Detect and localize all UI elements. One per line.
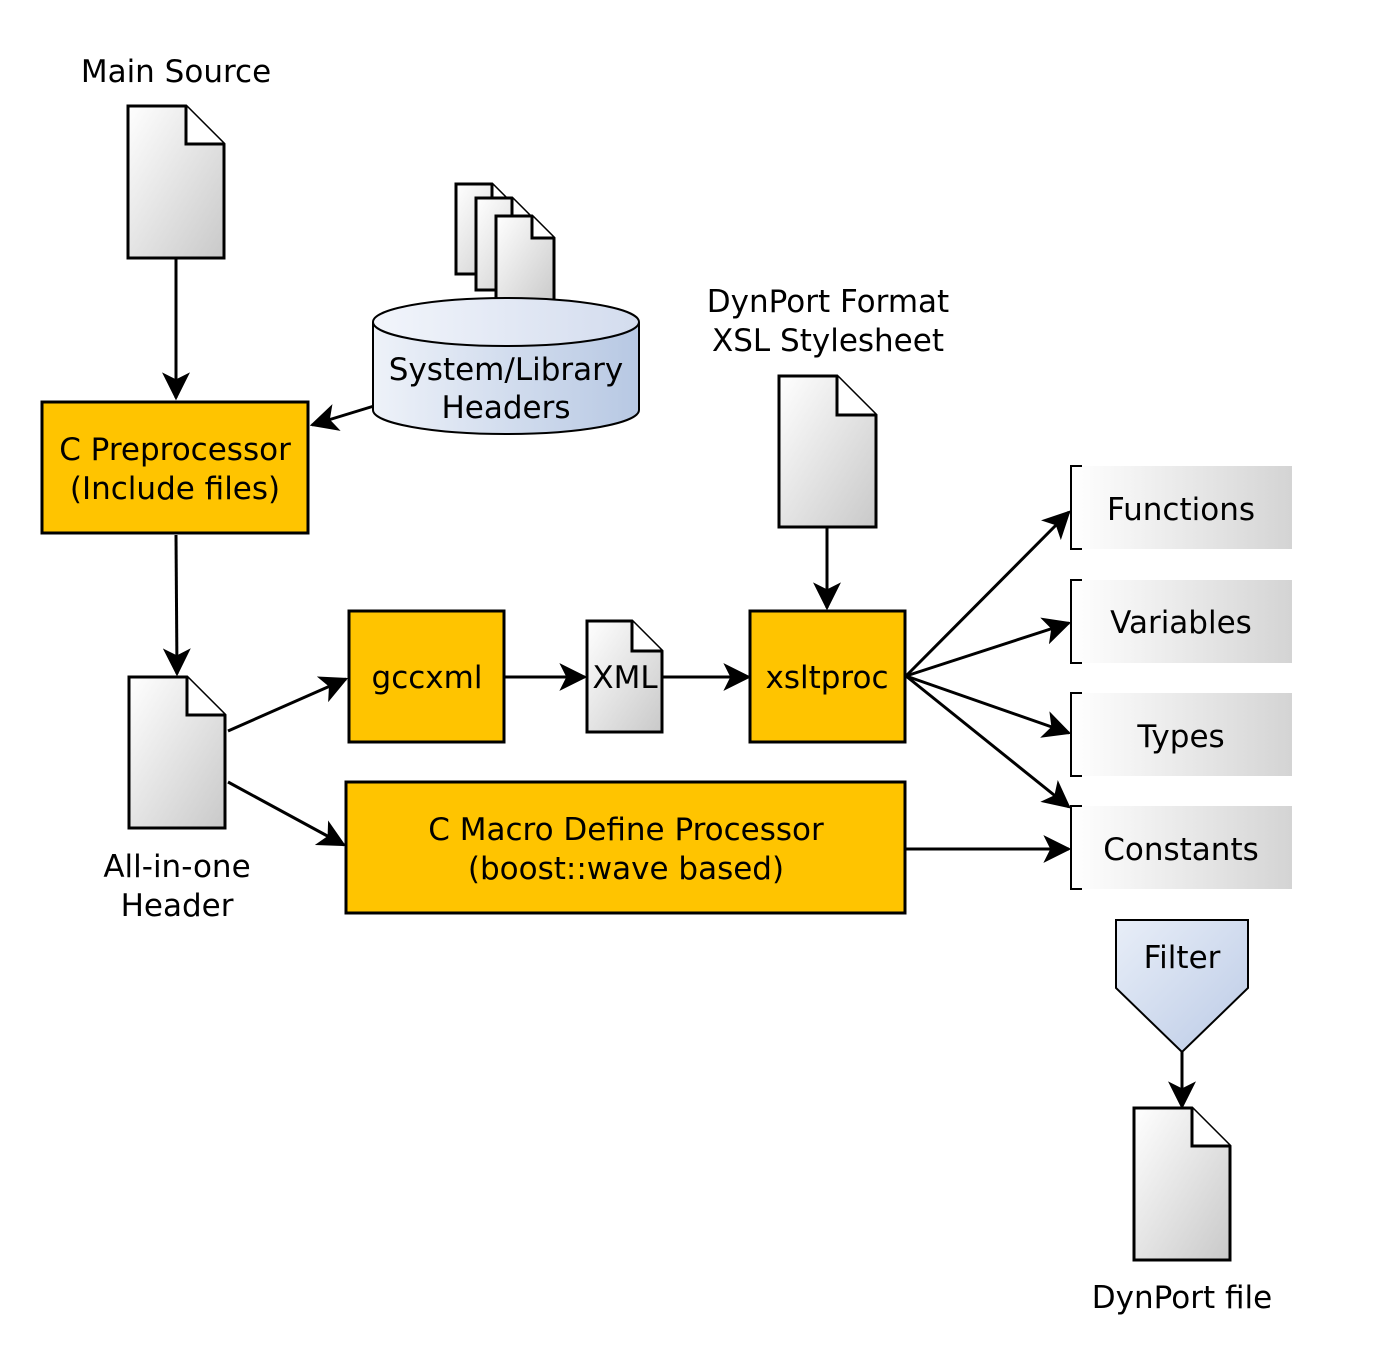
system-headers-label-line2: Headers (441, 390, 570, 426)
edge-headers-to-preprocessor (309, 404, 375, 431)
xsltproc-node: xsltproc (748, 609, 907, 744)
xml-label: XML (592, 660, 658, 696)
output-constants-label: Constants (1103, 832, 1259, 868)
xsltproc-box (748, 609, 907, 744)
output-constants: Constants (1070, 805, 1292, 890)
macro-processor-label-line2: (boost::wave based) (468, 851, 784, 887)
dynport-file-node: DynPort file (1092, 1106, 1272, 1316)
c-preprocessor-label-line1: C Preprocessor (59, 432, 291, 468)
filter-node: Filter (1115, 919, 1249, 1054)
dynport-file-document-icon (1132, 1106, 1232, 1262)
all-in-one-document-icon (127, 675, 227, 830)
database-cylinder-icon (372, 297, 640, 435)
output-variables: Variables (1070, 579, 1292, 664)
xsl-stylesheet-document-icon (777, 374, 878, 529)
xsltproc-label: xsltproc (765, 660, 888, 696)
all-in-one-node: All-in-one Header (103, 675, 251, 924)
xsl-stylesheet-node: DynPort Format XSL Stylesheet (707, 284, 949, 529)
c-preprocessor-box (40, 400, 310, 535)
gccxml-box (347, 609, 506, 744)
edge-allinone-to-macro (227, 780, 347, 847)
macro-processor-label-line1: C Macro Define Processor (428, 812, 824, 848)
gccxml-node: gccxml (347, 609, 506, 744)
gccxml-label: gccxml (372, 660, 483, 696)
xsl-stylesheet-label-line2: XSL Stylesheet (712, 323, 944, 359)
header-files-stack-icon (454, 182, 556, 308)
macro-processor-node: C Macro Define Processor (boost::wave ba… (344, 780, 907, 915)
xml-node: XML (585, 619, 664, 734)
output-functions-label: Functions (1107, 492, 1255, 528)
system-headers-label-line1: System/Library (389, 352, 623, 388)
output-types: Types (1070, 692, 1292, 777)
system-headers-node: System/Library Headers (372, 182, 640, 435)
all-in-one-label-line2: Header (121, 888, 234, 924)
edges (162, 258, 1196, 1110)
dynport-file-label: DynPort file (1092, 1280, 1272, 1316)
edge-xsltproc-to-types (905, 674, 1072, 738)
edge-preprocessor-to-allinone (162, 534, 191, 677)
output-variables-label: Variables (1110, 605, 1252, 641)
edge-allinone-to-gccxml (227, 676, 349, 733)
main-source-label: Main Source (81, 54, 271, 90)
output-functions: Functions (1070, 465, 1292, 550)
edge-xsltproc-to-functions (904, 510, 1071, 678)
macro-processor-box (344, 780, 907, 915)
c-preprocessor-label-line2: (Include files) (70, 471, 280, 507)
filter-label: Filter (1144, 940, 1221, 976)
output-types-label: Types (1136, 719, 1224, 755)
xsl-stylesheet-label-line1: DynPort Format (707, 284, 949, 320)
all-in-one-label-line1: All-in-one (103, 849, 250, 885)
main-source-node: Main Source (81, 54, 271, 260)
filter-shape (1115, 919, 1249, 1054)
main-source-document-icon (126, 104, 226, 260)
c-preprocessor-node: C Preprocessor (Include files) (40, 400, 310, 535)
edge-xsltproc-to-constants (905, 674, 1071, 809)
edge-xsltproc-to-variables (905, 617, 1072, 678)
